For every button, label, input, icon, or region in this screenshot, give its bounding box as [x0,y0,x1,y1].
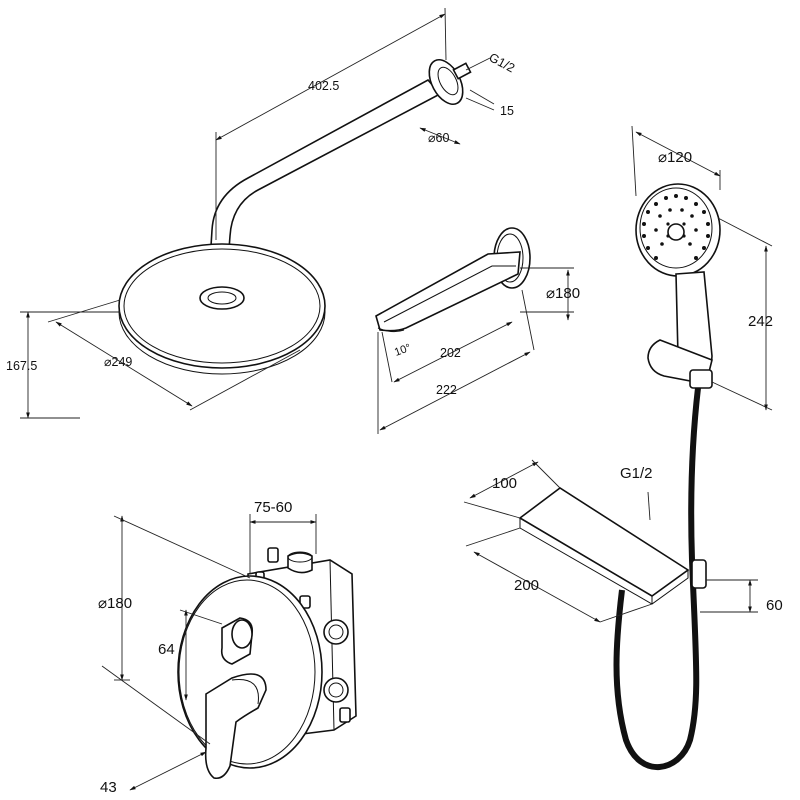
shower-arm [209,78,442,263]
arm-thread-label: G1/2 [487,50,518,75]
arm-length-label: 402.5 [308,79,339,93]
spout-body [375,251,521,332]
spout-plate-label: ⌀180 [546,285,580,302]
shelf-connector [691,559,707,589]
knob-projection-label: 64 [158,641,175,658]
shower-height-label: 167.5 [6,359,37,373]
flange-depth-label: 15 [500,104,514,118]
spout-total-length-label: 222 [436,383,457,397]
rain-shower-drawing: 402.5 G1/2 15 ⌀60 167.5 ⌀249 [6,7,518,419]
spray-nozzles [642,194,710,260]
mixer-plate-label: ⌀180 [98,595,132,612]
hand-shower-drawing: ⌀120 242 [613,125,773,771]
flange-diameter-label: ⌀60 [428,131,449,145]
wall-depth-label: 75-60 [254,499,292,516]
shelf-drawing: 100 G1/2 200 60 [463,459,783,623]
spout-drawing: ⌀180 10° 202 222 [375,227,580,434]
lever-projection-label: 43 [100,779,117,796]
shelf-thread-label: G1/2 [620,465,653,482]
shelf-depth-label: 100 [492,475,517,492]
shelf-height-label: 60 [766,597,783,614]
cover-plate [177,575,323,769]
mixer-lever [204,673,267,780]
thread-nipple [452,62,472,80]
mixer-drawing: 75-60 ⌀180 64 43 [98,499,357,796]
head-diameter-label: ⌀249 [104,355,132,369]
hand-shower-length-label: 242 [748,313,773,330]
shelf-width-label: 200 [514,577,539,594]
spout-inner-length-label: 202 [440,346,461,360]
hand-shower-diameter-label: ⌀120 [658,149,692,166]
box-outlet [287,552,313,574]
spout-angle-label: 10° [393,342,413,359]
